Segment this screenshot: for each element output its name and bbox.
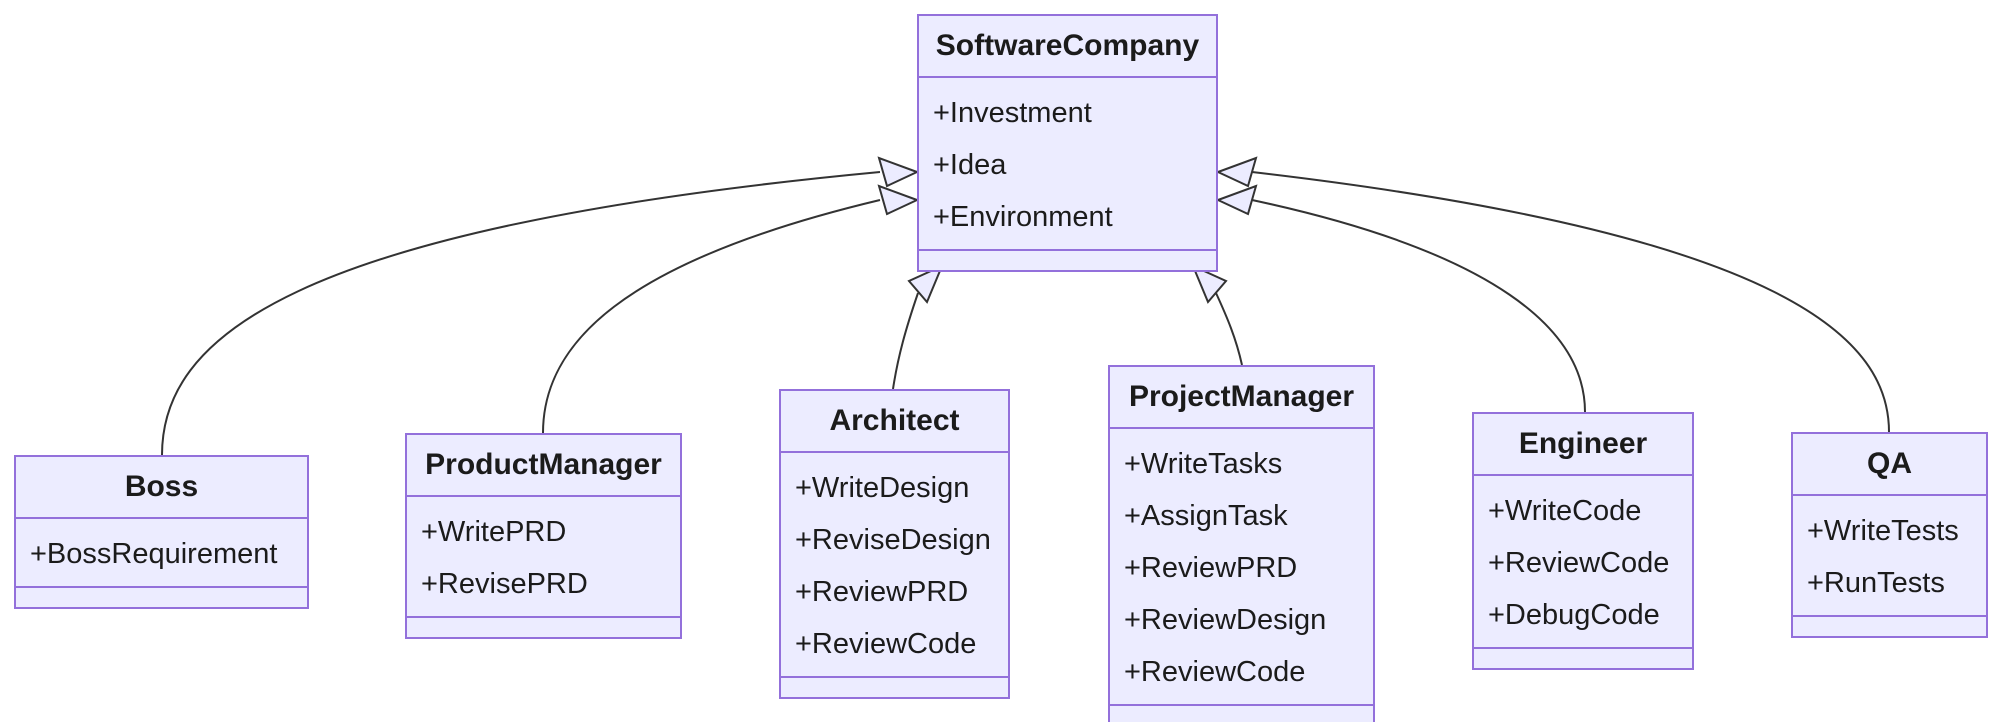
class-member: +RunTests: [1807, 567, 1945, 599]
class-member: +Environment: [933, 201, 1113, 233]
class-members-productmanager: +WritePRD +RevisePRD: [407, 497, 680, 618]
class-node-engineer: Engineer +WriteCode +ReviewCode +DebugCo…: [1472, 412, 1694, 670]
class-title-boss: Boss: [16, 457, 307, 519]
class-methods-empty: [1110, 706, 1373, 722]
edge-projectmanager-to-softwarecompany: [1215, 292, 1243, 366]
class-members-boss: +BossRequirement: [16, 519, 307, 588]
inheritance-arrowhead-boss: [877, 156, 920, 188]
class-methods-empty: [1793, 617, 1986, 636]
inheritance-arrowhead-projectmanager: [1191, 264, 1228, 304]
class-node-qa: QA +WriteTests +RunTests: [1791, 432, 1988, 638]
class-member: +BossRequirement: [30, 538, 278, 570]
class-member: +WriteTests: [1807, 515, 1959, 547]
class-member: +Investment: [933, 97, 1092, 129]
class-title-architect: Architect: [781, 391, 1008, 453]
class-member: +ReviewDesign: [1124, 604, 1327, 636]
class-methods-empty: [919, 251, 1216, 270]
class-member: +ReviewPRD: [795, 576, 969, 608]
class-member: +ReviseDesign: [795, 524, 991, 556]
class-member: +RevisePRD: [421, 568, 588, 600]
class-members-projectmanager: +WriteTasks +AssignTask +ReviewPRD +Revi…: [1110, 429, 1373, 706]
inheritance-arrowhead-productmanager: [877, 184, 920, 216]
edge-boss-to-softwarecompany: [161, 171, 881, 456]
class-node-productmanager: ProductManager +WritePRD +RevisePRD: [405, 433, 682, 639]
class-member: +AssignTask: [1124, 500, 1288, 532]
edge-qa-to-softwarecompany: [1251, 171, 1890, 433]
class-member: +Idea: [933, 149, 1007, 181]
class-member: +DebugCode: [1488, 599, 1660, 631]
class-title-qa: QA: [1793, 434, 1986, 496]
edge-architect-to-softwarecompany: [892, 292, 919, 390]
class-member: +WritePRD: [421, 516, 567, 548]
class-node-architect: Architect +WriteDesign +ReviseDesign +Re…: [779, 389, 1010, 699]
inheritance-arrowhead-architect: [907, 264, 944, 304]
class-member: +WriteCode: [1488, 495, 1642, 527]
class-members-engineer: +WriteCode +ReviewCode +DebugCode: [1474, 476, 1692, 649]
class-member: +ReviewPRD: [1124, 552, 1298, 584]
class-methods-empty: [407, 618, 680, 637]
class-member: +WriteTasks: [1124, 448, 1283, 480]
inheritance-arrowhead-engineer: [1215, 184, 1258, 216]
inheritance-arrowhead-qa: [1215, 156, 1258, 188]
class-node-boss: Boss +BossRequirement: [14, 455, 309, 609]
class-members-softwarecompany: +Investment +Idea +Environment: [919, 78, 1216, 251]
class-member: +ReviewCode: [795, 628, 977, 660]
class-member: +WriteDesign: [795, 472, 970, 504]
class-members-architect: +WriteDesign +ReviseDesign +ReviewPRD +R…: [781, 453, 1008, 678]
class-title-productmanager: ProductManager: [407, 435, 680, 497]
edge-productmanager-to-softwarecompany: [542, 199, 881, 434]
class-methods-empty: [16, 588, 307, 607]
class-title-engineer: Engineer: [1474, 414, 1692, 476]
class-title-softwarecompany: SoftwareCompany: [919, 16, 1216, 78]
class-member: +ReviewCode: [1488, 547, 1670, 579]
class-methods-empty: [781, 678, 1008, 697]
class-members-qa: +WriteTests +RunTests: [1793, 496, 1986, 617]
class-methods-empty: [1474, 649, 1692, 668]
class-node-softwarecompany: SoftwareCompany +Investment +Idea +Envir…: [917, 14, 1218, 272]
class-node-projectmanager: ProjectManager +WriteTasks +AssignTask +…: [1108, 365, 1375, 722]
edge-engineer-to-softwarecompany: [1251, 199, 1586, 413]
class-title-projectmanager: ProjectManager: [1110, 367, 1373, 429]
class-member: +ReviewCode: [1124, 656, 1306, 688]
